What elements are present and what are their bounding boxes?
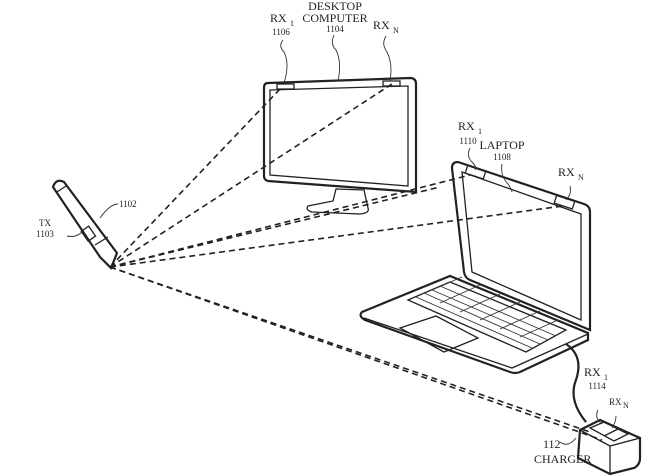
- charging-cable: [565, 343, 587, 423]
- desktop-rx1-sub: 1: [290, 19, 294, 28]
- desktop-ref: 1104: [326, 24, 344, 34]
- tx-label: TX: [39, 218, 51, 228]
- desktop-rxn-sub: N: [393, 26, 399, 35]
- charger-cradle: [588, 421, 630, 442]
- keyboard-grid: [415, 276, 559, 349]
- desktop-lines: [109, 186, 441, 268]
- laptop-rx1-sub: 1: [478, 127, 482, 136]
- laptop-rxn-label: RX: [558, 165, 575, 179]
- laptop-rx1-sensor: [464, 164, 487, 180]
- charger-ref: 112: [543, 437, 561, 451]
- charger-rxn-label: RX: [609, 397, 622, 407]
- desktop-rxn-sensor: [382, 80, 401, 87]
- laptop-rxn-sensor: [553, 194, 576, 210]
- charger-title: CHARGER: [534, 452, 591, 466]
- tx-module: [80, 225, 97, 243]
- stylus: [51, 179, 119, 270]
- labels: DESKTOP COMPUTER 1104 RX 1 1106 RX N RX …: [36, 0, 629, 466]
- desktop-title-1: DESKTOP: [308, 0, 362, 13]
- signal-lines: [109, 83, 603, 441]
- touchpad: [398, 315, 480, 353]
- desktop-rx1-ref: 1106: [272, 27, 290, 37]
- desktop-rx1-sensor: [276, 83, 295, 90]
- charger-rx1-label: RX: [584, 365, 601, 379]
- desktop-rxn-label: RX: [373, 18, 390, 32]
- tx-ref: 1103: [36, 229, 54, 239]
- laptop-ref: 1108: [493, 152, 511, 162]
- desktop-computer: [262, 34, 418, 215]
- charger-rx1-ref: 1114: [588, 381, 606, 391]
- desktop-rx1-label: RX: [270, 11, 287, 25]
- desktop-title-2: COMPUTER: [302, 11, 367, 25]
- charger-rxn-sub: N: [623, 401, 629, 410]
- laptop-rx1-label: RX: [458, 119, 475, 133]
- charger-rx1-sub: 1: [604, 373, 608, 382]
- laptop-rx1-ref: 1110: [459, 136, 477, 146]
- laptop-title: LAPTOP: [479, 138, 524, 152]
- laptop-rxn-sub: N: [578, 173, 584, 182]
- charger: [559, 409, 642, 476]
- stylus-ref: 1102: [119, 199, 137, 209]
- laptop: [359, 147, 592, 375]
